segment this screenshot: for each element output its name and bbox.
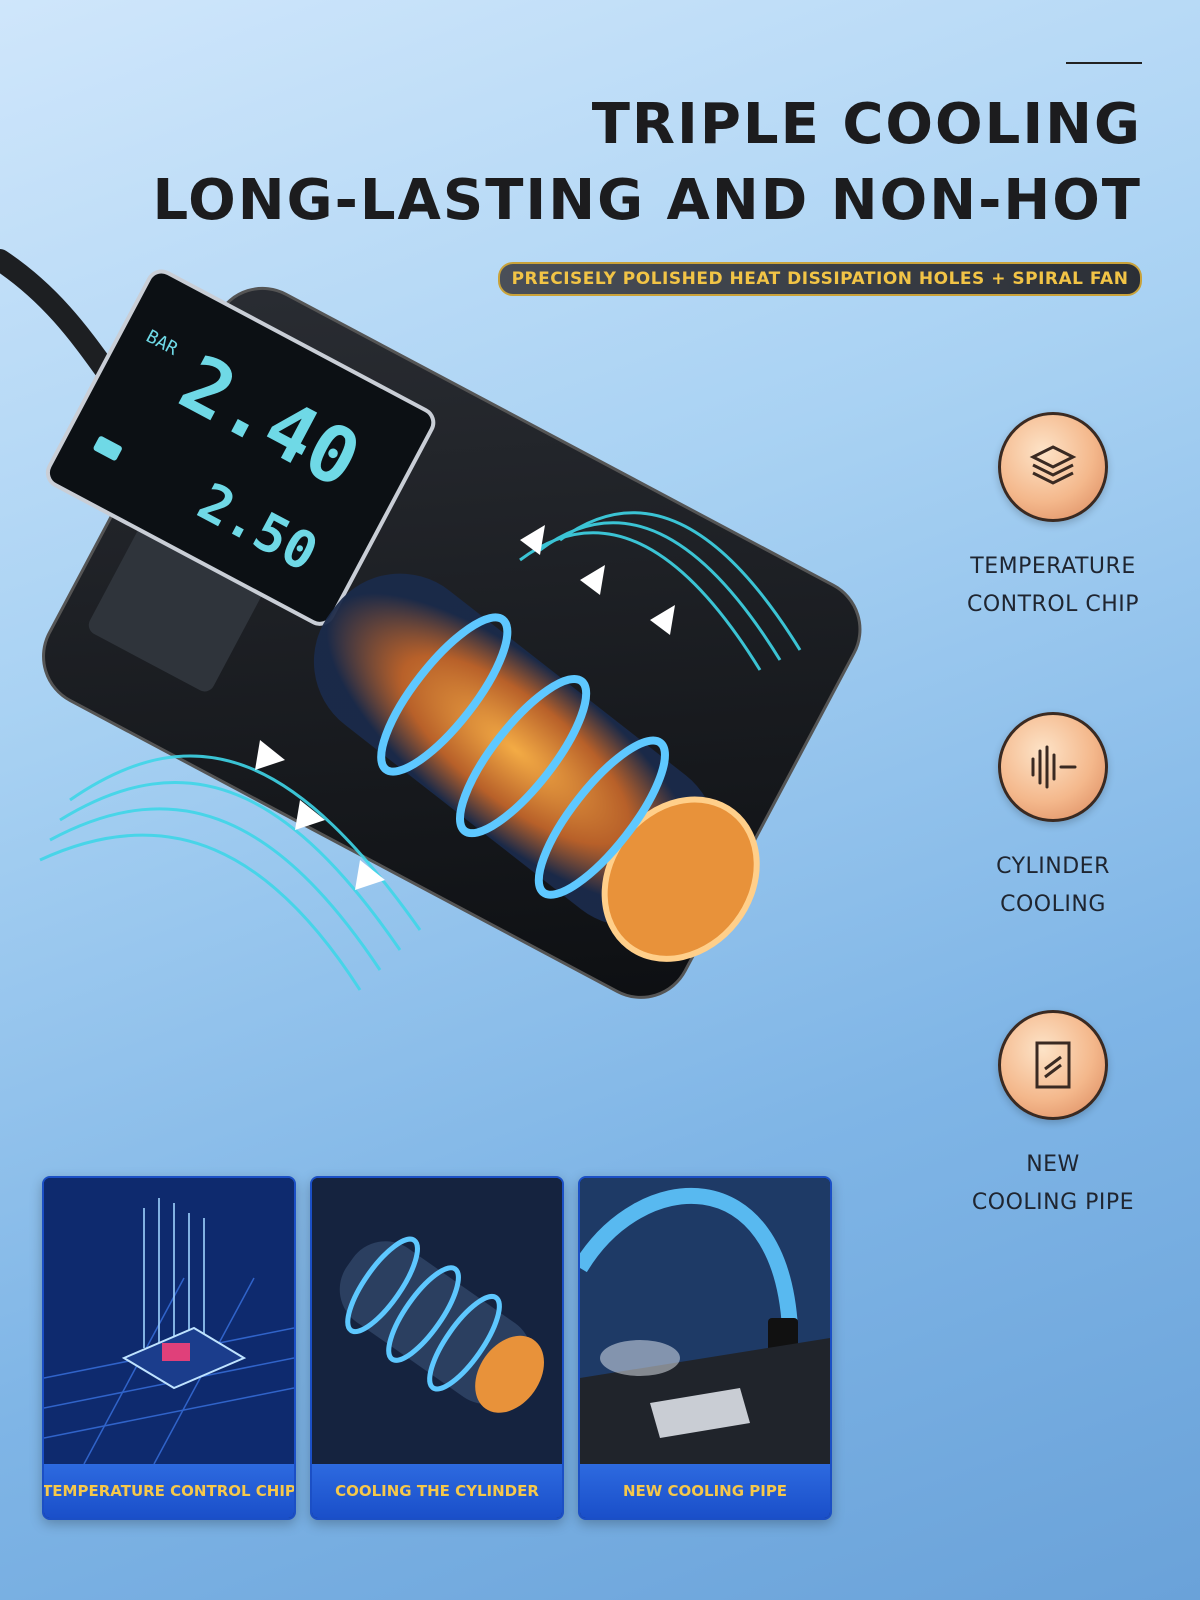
feature-label: CYLINDER COOLING — [938, 848, 1168, 924]
card-label: NEW COOLING PIPE — [580, 1464, 830, 1518]
lcd-screen: BAR 2.40 2.50 — [45, 269, 436, 626]
feature-label-line2: CONTROL CHIP — [966, 592, 1140, 617]
card-temperature-chip: TEMPERATURE CONTROL CHIP — [42, 1176, 296, 1520]
feature-label-line1: TEMPERATURE — [970, 554, 1136, 579]
motor-cylinder — [313, 573, 760, 962]
headline-line-1: TRIPLE COOLING — [591, 92, 1142, 157]
air-pump-illustration: BAR 2.40 2.50 — [0, 249, 862, 999]
title-rule — [1066, 62, 1142, 64]
sound-wave-icon — [998, 712, 1108, 822]
feature-cylinder-cooling: CYLINDER COOLING — [938, 712, 1168, 924]
feature-temperature-chip: TEMPERATURE CONTROL CHIP — [938, 412, 1168, 624]
card-label: TEMPERATURE CONTROL CHIP — [44, 1464, 294, 1518]
card-cylinder: COOLING THE CYLINDER — [310, 1176, 564, 1520]
headline-line-2: LONG-LASTING AND NON-HOT — [152, 168, 1142, 233]
battery-icon — [93, 436, 122, 461]
feature-cooling-pipe: NEW COOLING PIPE — [938, 1010, 1168, 1222]
airflow-lines — [39, 511, 802, 991]
layers-icon — [998, 412, 1108, 522]
airflow-arrows — [255, 525, 675, 890]
feature-label-line1: CYLINDER — [996, 854, 1110, 879]
subtitle-pill: PRECISELY POLISHED HEAT DISSIPATION HOLE… — [498, 262, 1142, 296]
cylinder-image — [312, 1178, 562, 1464]
card-label: COOLING THE CYLINDER — [312, 1464, 562, 1518]
feature-label: TEMPERATURE CONTROL CHIP — [938, 548, 1168, 624]
chip-image — [44, 1178, 294, 1464]
feature-label-line1: NEW — [1026, 1152, 1080, 1177]
feature-label-line2: COOLING — [1000, 892, 1106, 917]
cooling-pipe-image — [580, 1178, 830, 1464]
subtitle-text: PRECISELY POLISHED HEAT DISSIPATION HOLE… — [511, 269, 1129, 289]
pipe-panel-icon — [998, 1010, 1108, 1120]
feature-label-line2: COOLING PIPE — [971, 1190, 1135, 1215]
card-cooling-pipe: NEW COOLING PIPE — [578, 1176, 832, 1520]
feature-label: NEW COOLING PIPE — [938, 1146, 1168, 1222]
